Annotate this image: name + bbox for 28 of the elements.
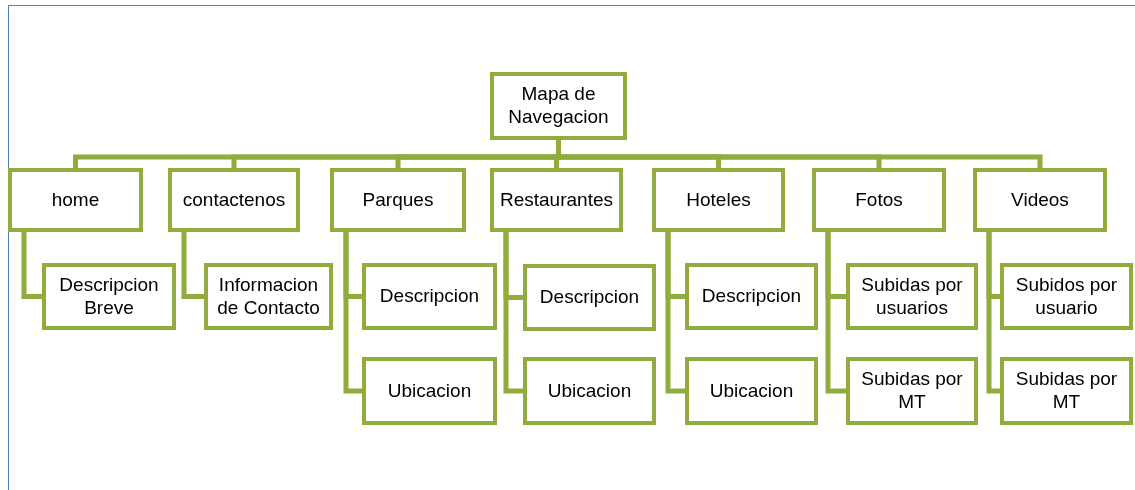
topic-box: Fotos	[812, 168, 946, 232]
connector-line	[665, 232, 685, 394]
topic-box: Descripcion Breve	[42, 263, 176, 330]
topic-box: Subidos por usuario	[1000, 263, 1133, 330]
topic-box: Ubicacion	[685, 357, 818, 425]
connector-line	[181, 232, 204, 299]
topic-box: Subidas por MT	[846, 357, 978, 425]
topic-box: Informacion de Contacto	[204, 263, 333, 330]
connector-line	[343, 232, 362, 394]
topic-box: Descripcion	[362, 263, 497, 330]
connector-line	[21, 232, 42, 299]
topic-box: Mapa de Navegacion	[490, 72, 627, 140]
topic-box: Restaurantes	[490, 168, 623, 232]
topic-box: Parques	[330, 168, 466, 232]
topic-box: Hoteles	[652, 168, 785, 232]
topic-box: Ubicacion	[523, 357, 656, 425]
topic-box: Descripcion	[685, 263, 818, 330]
topic-box: Videos	[973, 168, 1107, 232]
connector-line	[986, 232, 1000, 394]
connector-line	[825, 232, 846, 394]
connector-line	[556, 140, 1043, 168]
topic-box: contactenos	[168, 168, 300, 232]
connector-line	[503, 232, 523, 394]
topic-box: Subidas por MT	[1000, 357, 1133, 425]
topic-box: home	[8, 168, 143, 232]
topic-box: Ubicacion	[362, 357, 497, 425]
topic-box: Subidas por usuarios	[846, 263, 978, 330]
topic-box: Descripcion	[523, 264, 656, 331]
